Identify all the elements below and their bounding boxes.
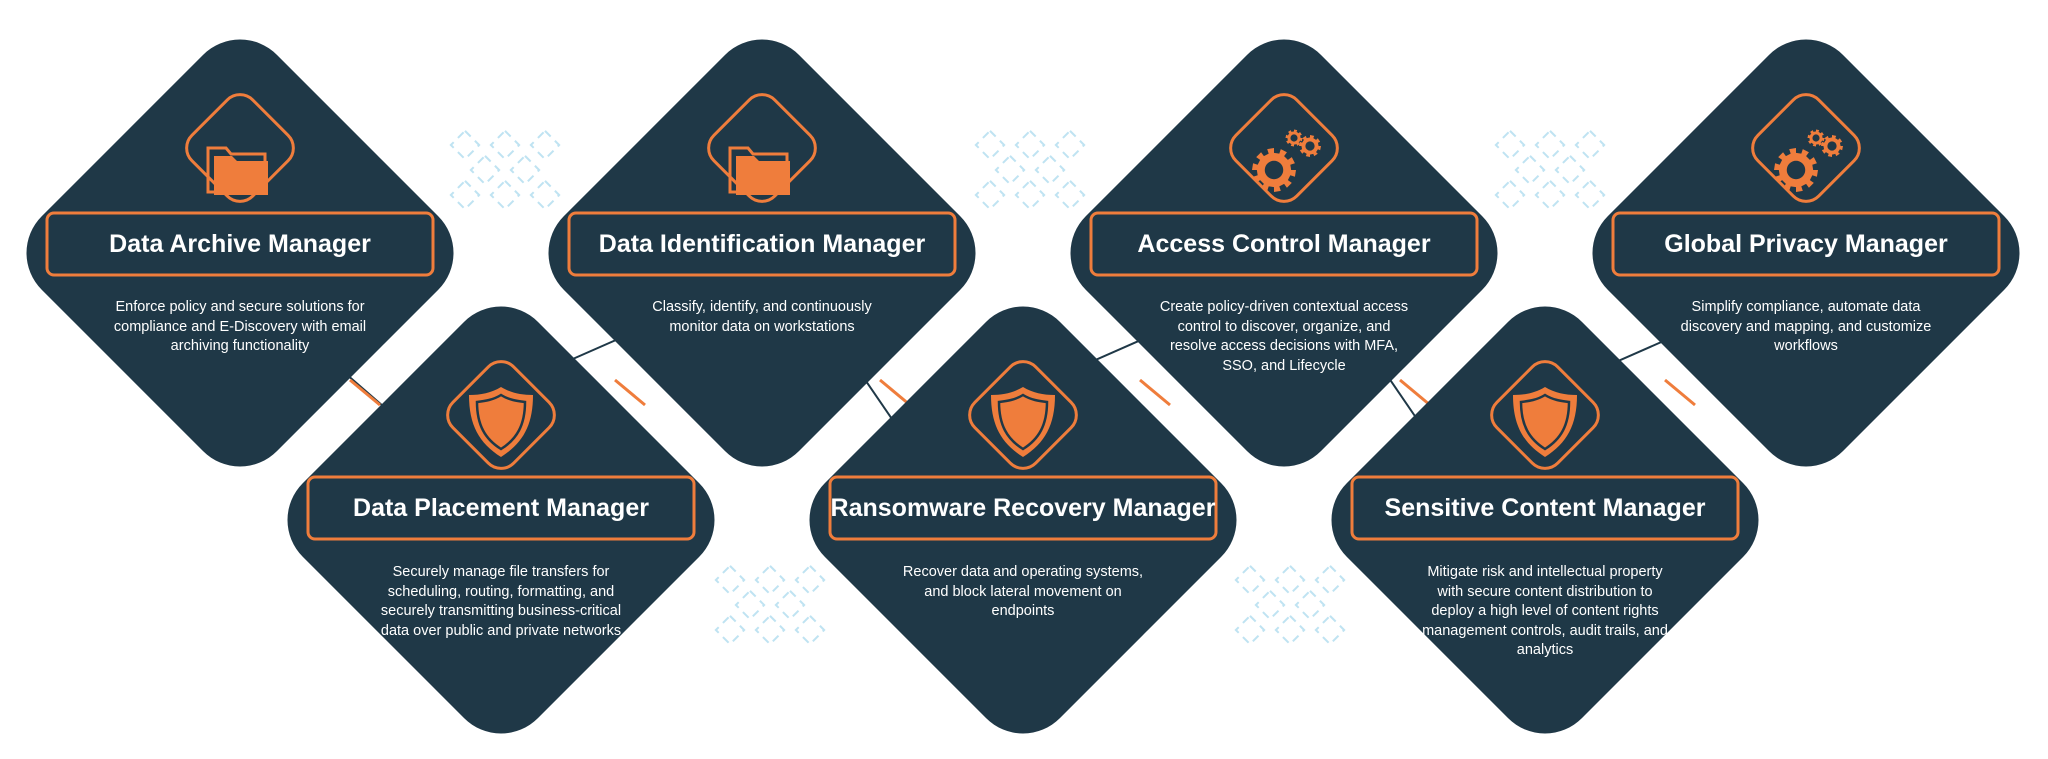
card-title: Access Control Manager bbox=[1137, 229, 1431, 258]
card-description: Enforce policy and secure solutions for … bbox=[113, 299, 367, 354]
shield-icon bbox=[461, 381, 541, 461]
card-data-identification-manager: Data Identification Manager Classify, id… bbox=[527, 18, 997, 488]
card-title: Sensitive Content Manager bbox=[1384, 493, 1706, 522]
card-title: Data Archive Manager bbox=[109, 229, 371, 258]
card-ransomware-recovery-manager: Ransomware Recovery Manager Recover data… bbox=[788, 285, 1258, 755]
gears-icon bbox=[1766, 118, 1846, 198]
decorative-diamond-pattern bbox=[1220, 560, 1370, 655]
card-description: Recover data and operating systems, and … bbox=[902, 564, 1144, 619]
decorative-diamond-pattern bbox=[435, 125, 585, 220]
card-background bbox=[1070, 39, 1498, 467]
connector-accent bbox=[1399, 378, 1431, 407]
folder-icon bbox=[200, 126, 280, 206]
card-background bbox=[809, 306, 1237, 734]
card-description: Create policy-driven contextual access c… bbox=[1159, 299, 1409, 374]
card-background bbox=[287, 306, 715, 734]
card-access-control-manager: Access Control Manager Create policy-dri… bbox=[1049, 18, 1519, 488]
card-sensitive-content-manager: Sensitive Content Manager Mitigate risk … bbox=[1310, 285, 1780, 755]
card-title: Global Privacy Manager bbox=[1664, 229, 1948, 258]
card-data-placement-manager: Data Placement Manager Securely manage f… bbox=[266, 285, 736, 755]
card-description: Mitigate risk and intellectual property … bbox=[1422, 564, 1668, 658]
connector-accent bbox=[879, 378, 911, 407]
connector-accent bbox=[1664, 378, 1696, 407]
card-background bbox=[1592, 39, 2020, 467]
card-data-archive-manager: Data Archive Manager Enforce policy and … bbox=[5, 18, 475, 488]
gears-icon bbox=[1244, 118, 1324, 198]
card-description: Securely manage file transfers for sched… bbox=[380, 564, 622, 639]
folder-icon bbox=[722, 126, 802, 206]
card-background bbox=[548, 39, 976, 467]
decorative-diamond-pattern bbox=[1480, 125, 1630, 220]
shield-icon bbox=[983, 381, 1063, 461]
card-global-privacy-manager: Global Privacy Manager Simplify complian… bbox=[1571, 18, 2041, 488]
card-description: Classify, identify, and continuously mon… bbox=[652, 299, 872, 335]
card-title: Data Placement Manager bbox=[353, 493, 649, 522]
card-description: Simplify compliance, automate data disco… bbox=[1680, 299, 1932, 354]
decorative-diamond-pattern bbox=[960, 125, 1110, 220]
card-title: Ransomware Recovery Manager bbox=[830, 493, 1216, 522]
decorative-diamond-pattern bbox=[700, 560, 850, 655]
shield-icon bbox=[1505, 381, 1585, 461]
connector-accent bbox=[614, 378, 646, 407]
card-background bbox=[26, 39, 454, 467]
card-title: Data Identification Manager bbox=[598, 229, 926, 258]
card-background bbox=[1331, 306, 1759, 734]
connector-accent bbox=[349, 378, 381, 407]
connector-accent bbox=[1139, 378, 1171, 407]
